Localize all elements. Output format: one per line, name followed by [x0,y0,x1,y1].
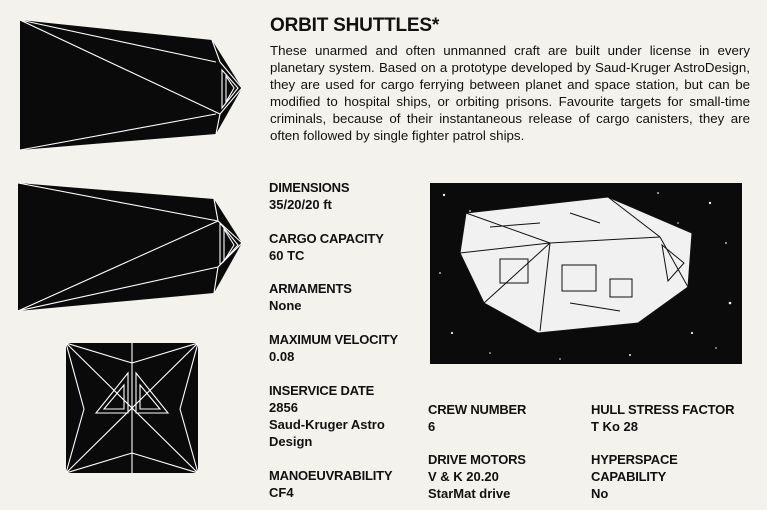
spec-dimensions: DIMENSIONS 35/20/20 ft [269,179,350,213]
spec-cargo-capacity: CARGO CAPACITY 60 TC [269,230,384,264]
spec-label: MANOEUVRABILITY [269,468,393,483]
spec-crew-number: CREW NUMBER 6 [428,401,526,435]
spec-value: CF4 [269,485,294,500]
spec-inservice-date: INSERVICE DATE 2856 Saud-Kruger Astro De… [269,382,385,450]
spec-value: None [269,298,302,313]
spec-value: No [591,486,609,501]
spec-label: HULL STRESS FACTOR [591,402,735,417]
spec-label: CAPABILITY [591,469,667,484]
spec-label: HYPERSPACE [591,452,678,467]
page-title: ORBIT SHUTTLES* [270,15,440,36]
spec-manoeuvrability: MANOEUVRABILITY CF4 [269,467,393,501]
shuttle-front-view-diagram [66,343,198,473]
spec-value: 0.08 [269,349,295,364]
spec-value: 60 TC [269,248,305,263]
spec-hull-stress-factor: HULL STRESS FACTOR T Ko 28 [591,401,734,435]
spec-value: 2856 [269,400,298,415]
spec-value: 6 [428,419,436,434]
intro-paragraph: These unarmed and often unmanned craft a… [270,43,750,143]
spec-value: StarMat drive [428,486,511,501]
spec-value: V & K 20.20 [428,469,499,484]
shuttle-angled-view-diagram [18,183,246,315]
spec-value: 35/20/20 ft [269,197,332,212]
spec-value: T Ko 28 [591,419,638,434]
spec-maximum-velocity: MAXIMUM VELOCITY 0.08 [269,331,398,365]
spec-label: DRIVE MOTORS [428,452,526,467]
spec-armaments: ARMAMENTS None [269,280,352,314]
spec-label: INSERVICE DATE [269,383,375,398]
spec-value: Saud-Kruger Astro [269,417,385,432]
spec-label: DIMENSIONS [269,180,350,195]
spec-label: MAXIMUM VELOCITY [269,332,398,347]
shuttle-illustration [430,183,742,364]
spec-hyperspace-capability: HYPERSPACE CAPABILITY No [591,451,678,502]
shuttle-side-view-diagram [20,18,248,152]
spec-drive-motors: DRIVE MOTORS V & K 20.20 StarMat drive [428,451,526,502]
spec-label: CREW NUMBER [428,402,527,417]
spec-label: ARMAMENTS [269,281,352,296]
spec-label: CARGO CAPACITY [269,231,384,246]
spec-value: Design [269,434,313,449]
